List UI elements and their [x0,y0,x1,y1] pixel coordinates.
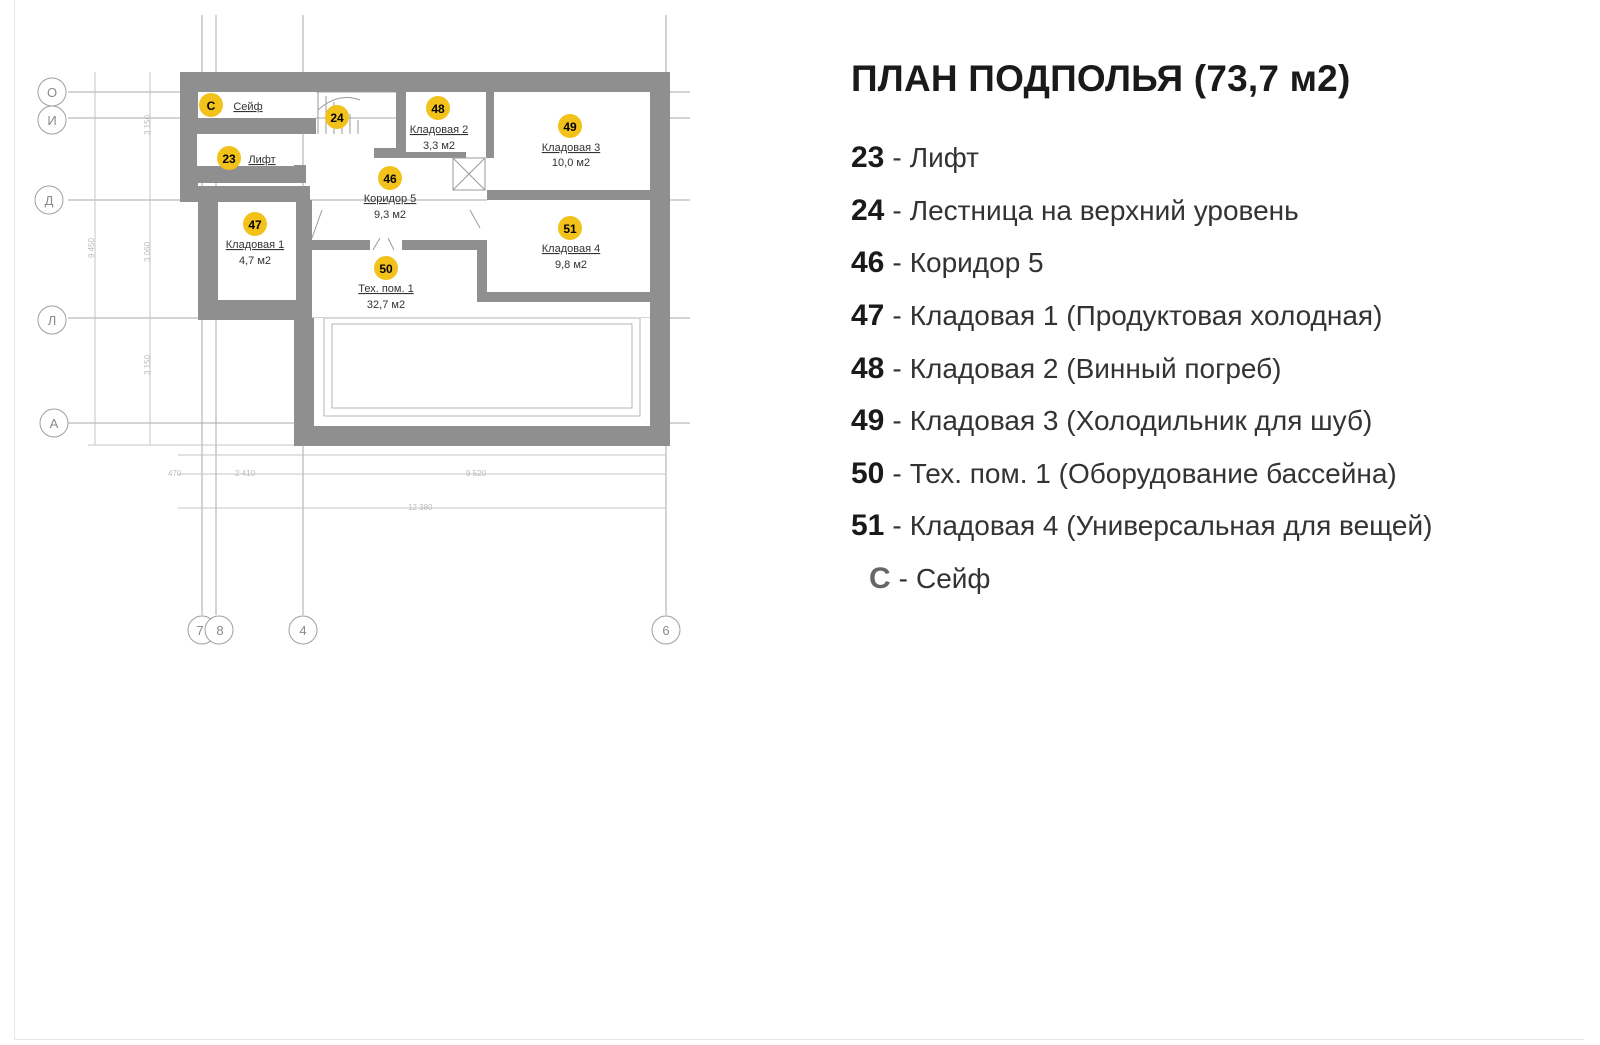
room-badges: С 24 48 49 23 46 47 51 [199,93,582,280]
dim-label: 9 520 [466,469,487,478]
axis-label: И [47,113,56,128]
room-area: 32,7 м2 [367,299,405,311]
badge-24: 24 [325,105,349,129]
badge-47: 47 [243,212,267,236]
axis-label: 6 [662,623,669,638]
svg-text:47: 47 [248,218,262,232]
safe-label: Сейф [233,101,262,113]
legend-number: 50 [851,456,885,490]
svg-text:51: 51 [563,222,577,236]
room-name: Кладовая 3 [542,142,600,154]
legend-number: 23 [851,141,885,175]
dim-label: 3 150 [143,354,152,375]
axis-label: А [50,416,59,431]
svg-text:46: 46 [383,172,397,186]
room-labels: Сейф Лифт Кладовая 2 3,3 м2 Кладовая 3 1… [226,101,600,311]
room-area: 9,8 м2 [555,259,587,271]
legend-number: С [869,562,891,596]
svg-text:49: 49 [563,120,577,134]
legend-item: 24-Лестница на верхний уровень [851,193,1299,227]
room-name: Кладовая 2 [410,124,468,136]
walls [180,72,670,446]
room-area: 4,7 м2 [239,255,271,267]
badge-23: 23 [217,146,241,170]
legend-number: 24 [851,193,885,227]
legend-number: 47 [851,299,885,333]
svg-text:48: 48 [431,102,445,116]
legend-label: Кладовая 1 (Продуктовая холодная) [909,300,1383,332]
badge-48: 48 [426,96,450,120]
dim-label: 9 450 [87,237,96,258]
dimension-labels: 470 2 410 9 520 12 380 3 150 3 060 3 150… [87,114,487,512]
badge-51: 51 [558,216,582,240]
svg-text:24: 24 [330,111,344,125]
badge-46: 46 [378,166,402,190]
page-frame [14,0,1584,1040]
legend-item: 23-Лифт [851,141,979,175]
axis-label: 8 [216,623,223,638]
svg-text:23: 23 [222,152,236,166]
legend: 23-Лифт 24-Лестница на верхний уровень 4… [851,132,1432,605]
badge-50: 50 [374,256,398,280]
axis-label: 7 [196,623,203,638]
legend-item: 46-Коридор 5 [851,246,1044,280]
lift-label: Лифт [248,154,275,166]
legend-item: 49-Кладовая 3 (Холодильник для шуб) [851,404,1373,438]
legend-label: Тех. пом. 1 (Оборудование бассейна) [909,457,1397,489]
dimension-lines [88,72,666,509]
room-name: Коридор 5 [364,193,417,205]
lift-shaft [452,157,486,191]
legend-item: 50-Тех. пом. 1 (Оборудование бассейна) [851,456,1397,490]
dim-label: 12 380 [408,503,433,512]
safe-badge: С [199,93,223,117]
room-area: 3,3 м2 [423,140,455,152]
room-name: Кладовая 4 [542,243,600,255]
row-axis-markers: О И Д Л А [34,77,69,438]
axis-label: Д [45,193,54,208]
dim-label: 3 060 [143,241,152,262]
axis-label: О [47,85,57,100]
column-axis-markers: 7 8 4 6 [187,615,681,645]
svg-text:С: С [207,99,216,113]
legend-label: Кладовая 3 (Холодильник для шуб) [909,405,1373,437]
room-fills [197,92,650,426]
legend-label: Лифт [909,142,979,174]
room-name: Тех. пом. 1 [358,283,413,295]
room-area: 9,3 м2 [374,209,406,221]
plan-title: ПЛАН ПОДПОЛЬЯ (73,7 м2) [851,58,1351,99]
door-swings [311,209,481,251]
svg-text:50: 50 [379,262,393,276]
legend-item: 51-Кладовая 4 (Универсальная для вещей) [851,509,1433,543]
legend-number: 48 [851,351,885,385]
room-area: 10,0 м2 [552,157,590,169]
legend-label: Лестница на верхний уровень [909,194,1299,226]
legend-item: 48-Кладовая 2 (Винный погреб) [851,351,1282,385]
axis-label: Л [48,313,57,328]
legend-label: Коридор 5 [909,247,1044,279]
legend-label: Кладовая 2 (Винный погреб) [909,352,1282,384]
legend-label: Сейф [916,563,991,595]
pool-outline [323,317,641,417]
dim-label: 2 410 [235,469,256,478]
dim-label: 470 [168,469,182,478]
legend-number: 46 [851,246,885,280]
floor-plan-drawing: 470 2 410 9 520 12 380 3 150 3 060 3 150… [34,15,690,645]
floor-plan: 470 2 410 9 520 12 380 3 150 3 060 3 150… [0,0,720,660]
legend-number: 49 [851,404,885,438]
legend-item: С-Сейф [869,562,991,596]
legend-label: Кладовая 4 (Универсальная для вещей) [909,510,1433,542]
room-name: Кладовая 1 [226,239,284,251]
axis-label: 4 [299,623,306,638]
legend-number: 51 [851,509,885,543]
badge-49: 49 [558,114,582,138]
dim-label: 3 150 [143,114,152,135]
legend-item: 47-Кладовая 1 (Продуктовая холодная) [851,299,1383,333]
